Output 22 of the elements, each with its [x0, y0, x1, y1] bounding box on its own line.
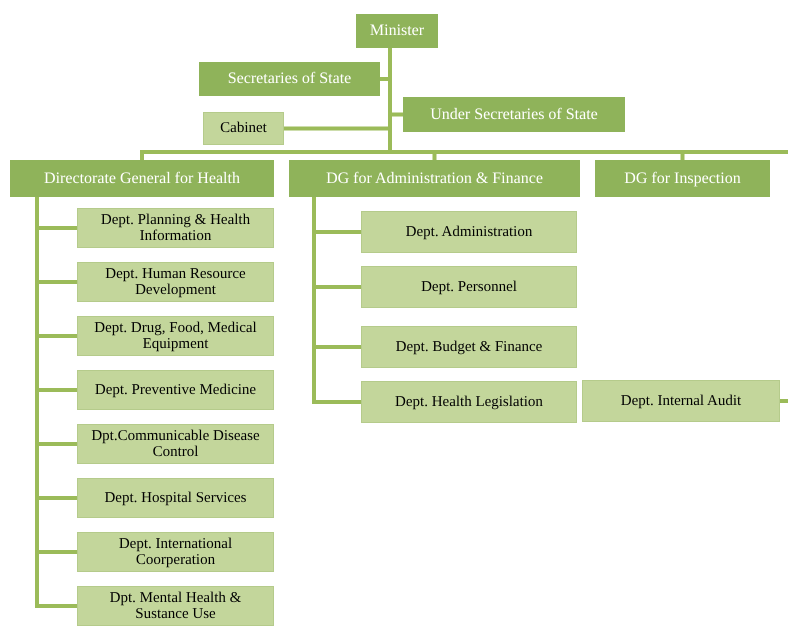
department-box: Cabinet	[203, 112, 284, 145]
connector-line	[780, 399, 788, 403]
department-box: Dept. Hospital Services	[77, 478, 274, 518]
department-box: Dpt. Mental Health & Sustance Use	[77, 586, 274, 626]
department-box: Dept. Personnel	[361, 266, 577, 308]
department-box: Dept. International Coorperation	[77, 532, 274, 572]
unit-box: DG for Inspection	[595, 160, 770, 197]
department-box: Dept. Health Legislation	[361, 381, 577, 423]
unit-box: Minister	[356, 14, 438, 48]
unit-box: Secretaries of State	[199, 62, 380, 96]
department-box: Dept. Human Resource Development	[77, 262, 274, 302]
department-box: Dept. Budget & Finance	[361, 326, 577, 368]
department-box: Dept. Drug, Food, Medical Equipment	[77, 316, 274, 356]
department-box: Dpt.Communicable Disease Control	[77, 424, 274, 464]
department-box: Dept. Planning & Health Information	[77, 208, 274, 248]
unit-box: Under Secretaries of State	[403, 97, 625, 132]
department-box: Dept. Preventive Medicine	[77, 370, 274, 410]
unit-box: DG for Administration & Finance	[289, 160, 580, 197]
connector-line	[388, 48, 788, 154]
department-box: Dept. Internal Audit	[582, 380, 780, 422]
department-box: Dept. Administration	[361, 211, 577, 253]
unit-box: Directorate General for Health	[10, 160, 274, 197]
